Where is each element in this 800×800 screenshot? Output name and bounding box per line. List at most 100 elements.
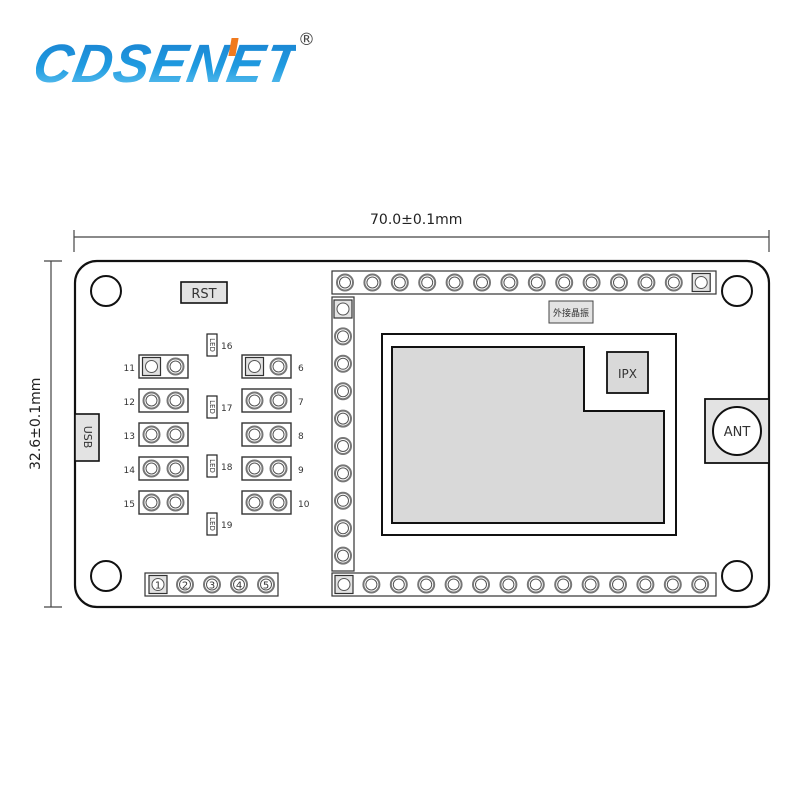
header-pin-3 [203, 575, 221, 594]
header-pin [610, 273, 628, 292]
header-pin [334, 491, 352, 510]
jumper-number: 11 [124, 364, 135, 374]
header-pin [555, 273, 574, 292]
jumper-number: 15 [124, 500, 135, 510]
logo-accent-bar [228, 38, 239, 56]
header-pin [609, 575, 627, 594]
header-pin [581, 575, 600, 594]
header-pin-square [691, 272, 711, 293]
cdsenet-logo: CDSENET [36, 33, 296, 90]
header-pin [334, 546, 352, 565]
header-pin [334, 382, 352, 401]
led-number: 17 [221, 404, 232, 414]
mount-hole-bottom-left [90, 560, 122, 592]
mount-hole-top-left [90, 275, 122, 307]
mount-hole-bottom-right [721, 560, 753, 592]
header-pin [418, 273, 437, 292]
jumper-number: 8 [298, 432, 304, 442]
header-pin [444, 575, 463, 594]
top-pin-header [331, 270, 717, 295]
jumper-9: 9 [241, 456, 304, 481]
header-pin [500, 273, 519, 292]
header-pin [389, 575, 408, 594]
header-pin [526, 575, 545, 594]
header-pin-number: 2 [182, 581, 188, 592]
header-pin [527, 273, 546, 292]
ipx-connector [606, 351, 649, 394]
header-pin-4 [230, 575, 248, 594]
jumper-pin [269, 425, 288, 444]
led-label: LED [208, 400, 216, 414]
external-crystal-label: 外接晶振 [553, 307, 589, 319]
jumper-pin [166, 459, 185, 478]
led-17: LED 17 [206, 395, 232, 419]
jumper-pin [166, 425, 185, 444]
jumper-number: 13 [124, 432, 135, 442]
jumper-number: 7 [298, 398, 304, 408]
header-pin-number: 5 [263, 581, 269, 592]
rst-button [180, 281, 228, 304]
header-pin-1 [148, 574, 168, 595]
jumper-pin [245, 493, 264, 512]
header-pin [334, 354, 352, 373]
jumper-number: 9 [298, 466, 304, 476]
jumper-pin [269, 459, 288, 478]
header-pin-square [334, 574, 354, 595]
width-dimension-line [73, 230, 770, 252]
jumper-number: 12 [124, 398, 135, 408]
mount-hole-top-right [721, 275, 753, 307]
jumper-number: 10 [298, 500, 310, 510]
antenna-connector-ring [712, 406, 762, 456]
header-pin [334, 519, 352, 538]
rst-label: RST [191, 287, 216, 302]
registered-mark: ® [298, 30, 315, 50]
header-pin [663, 575, 682, 594]
jumper-15: 15 [124, 490, 189, 515]
header-pin [691, 575, 710, 594]
header-pin [499, 575, 518, 594]
logo-text: CDSENET [36, 33, 296, 90]
jumper-pin [166, 391, 185, 410]
jumper-10: 10 [241, 490, 310, 515]
usb-connector [74, 413, 100, 462]
header-pin-square [333, 299, 353, 319]
header-pin [664, 273, 683, 292]
jumper-7: 7 [241, 388, 304, 413]
header-pin [637, 273, 656, 292]
jumper-pin [245, 459, 264, 478]
jumper-pin [269, 357, 288, 376]
led-number: 18 [221, 463, 233, 473]
ant-label: ANT [724, 425, 751, 440]
jumper-pin [166, 493, 185, 512]
header-pin [334, 464, 352, 483]
jumper-pin [142, 425, 161, 444]
bottom-pin-header [331, 572, 717, 597]
jumper-pin-square [244, 356, 265, 377]
header-pin [445, 273, 464, 292]
header-pin [417, 575, 436, 594]
led-18: LED 18 [206, 454, 233, 478]
jumper-pin [142, 459, 161, 478]
header-pin-number: 3 [209, 581, 215, 592]
header-pin [334, 409, 352, 428]
jumper-pin [245, 391, 264, 410]
side-pin-header [331, 296, 355, 572]
jumper-number: 14 [124, 466, 136, 476]
header-pin [362, 575, 381, 594]
header-pin [472, 575, 490, 594]
header-pin [363, 273, 382, 292]
led-number: 16 [221, 342, 233, 352]
jumper-8: 8 [241, 422, 304, 447]
jumper-pin [142, 391, 161, 410]
height-dimension-line [44, 260, 62, 608]
led-label: LED [208, 459, 216, 473]
rf-module-shield [391, 346, 665, 524]
jumper-13: 13 [124, 422, 189, 447]
jumper-12: 12 [124, 388, 189, 413]
header-pin [334, 327, 352, 346]
led-number: 19 [221, 521, 233, 531]
jumper-number: 6 [298, 364, 304, 374]
